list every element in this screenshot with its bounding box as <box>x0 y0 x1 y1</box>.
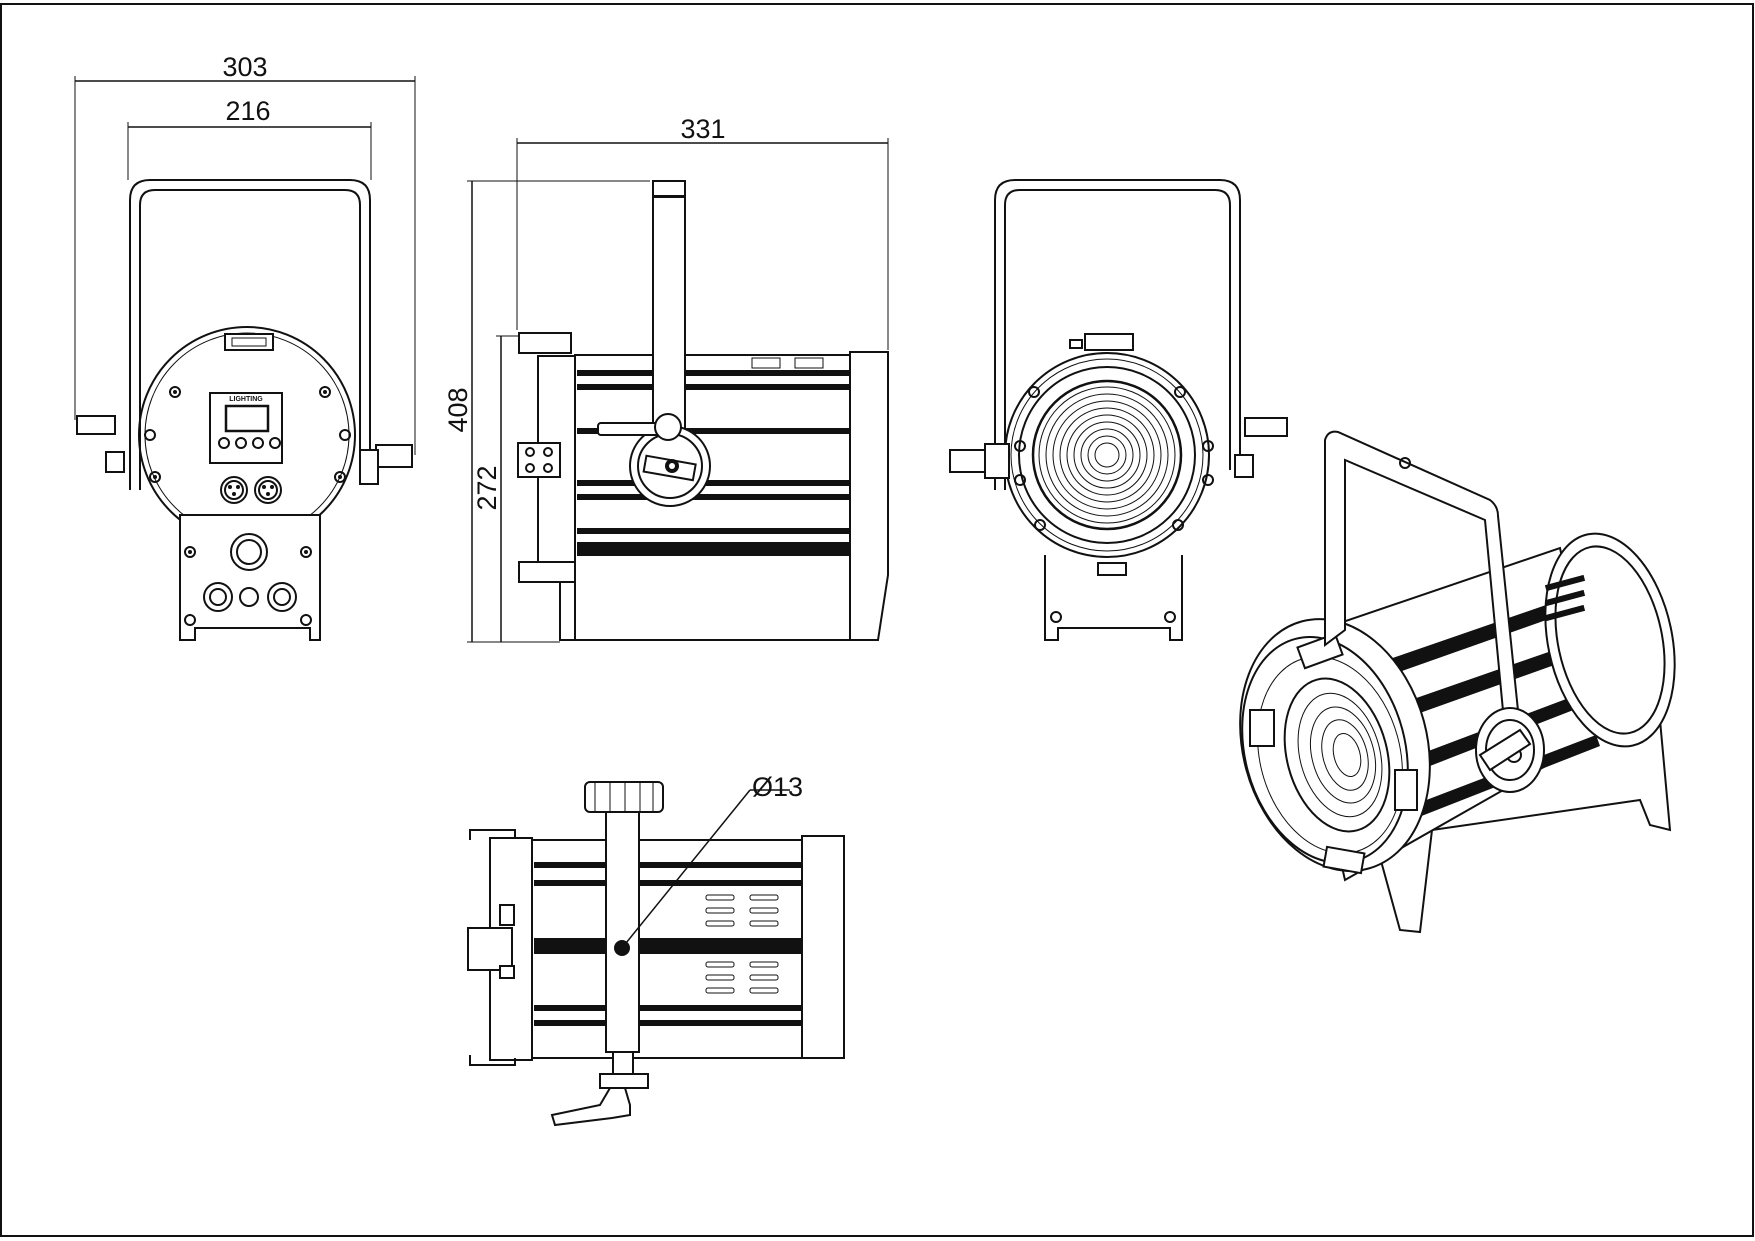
rear-panel-logo: LIGHTING <box>229 396 263 403</box>
dimension-body-length: 331 <box>516 114 889 350</box>
top-rear-cap <box>801 835 845 1059</box>
dimension-overall-height: 408 <box>443 180 650 643</box>
rear-knob-left <box>76 415 116 435</box>
dimension-body-height: 272 <box>472 335 530 642</box>
iso-rear-cap <box>1544 532 1676 748</box>
dimension-272-label: 272 <box>472 465 502 510</box>
fresnel-lens <box>1031 379 1183 531</box>
rear-screws <box>144 386 351 483</box>
sheet-border <box>0 3 1754 1237</box>
dimension-diameter-13-label: Ø13 <box>752 772 803 802</box>
rear-knob-right <box>375 444 413 468</box>
dimension-overall-width: 303 <box>74 52 416 455</box>
top-vent-slots <box>705 894 779 994</box>
power-out-connector <box>267 582 297 612</box>
rear-view: 303 216 LIGHTING <box>74 52 416 641</box>
side-clamp <box>517 442 561 478</box>
front-yoke <box>994 179 1241 490</box>
side-cooling-fins <box>577 370 853 556</box>
front-view <box>949 179 1288 641</box>
side-rear-cap <box>849 351 889 641</box>
dmx-out-connector <box>254 476 282 504</box>
diameter-leader <box>621 789 751 949</box>
side-front-ring <box>537 355 576 641</box>
side-yoke-arm <box>652 180 686 437</box>
rear-housing <box>138 326 356 544</box>
tilt-lock-lever <box>550 1087 631 1127</box>
enter-button <box>269 437 281 449</box>
rear-yoke <box>129 179 371 490</box>
isometric-view <box>1239 430 1676 934</box>
fuse-holder <box>230 533 268 571</box>
lcd-display <box>224 404 270 433</box>
rear-base <box>179 514 321 641</box>
menu-button <box>218 437 230 449</box>
dmx-in-connector <box>220 476 248 504</box>
top-side-clamp <box>467 927 513 971</box>
dimension-yoke-width: 216 <box>127 96 372 180</box>
rear-control-panel <box>209 392 283 464</box>
dimension-216-label: 216 <box>225 96 270 126</box>
top-view: Ø13 <box>467 772 845 1127</box>
down-button <box>252 437 264 449</box>
iso-rear-vents <box>1544 574 1586 622</box>
front-knob-right <box>1244 417 1288 437</box>
dimension-331-label: 331 <box>680 114 725 144</box>
side-view: 331 408 272 <box>443 114 889 643</box>
iso-fresnel-lens <box>1283 677 1391 833</box>
dimension-303-label: 303 <box>222 52 267 82</box>
up-button <box>235 437 247 449</box>
top-mount-knob <box>584 781 664 813</box>
top-cooling-fins <box>534 862 805 1026</box>
front-base <box>1044 555 1183 641</box>
dimension-408-label: 408 <box>443 387 473 432</box>
power-in-connector <box>203 582 233 612</box>
